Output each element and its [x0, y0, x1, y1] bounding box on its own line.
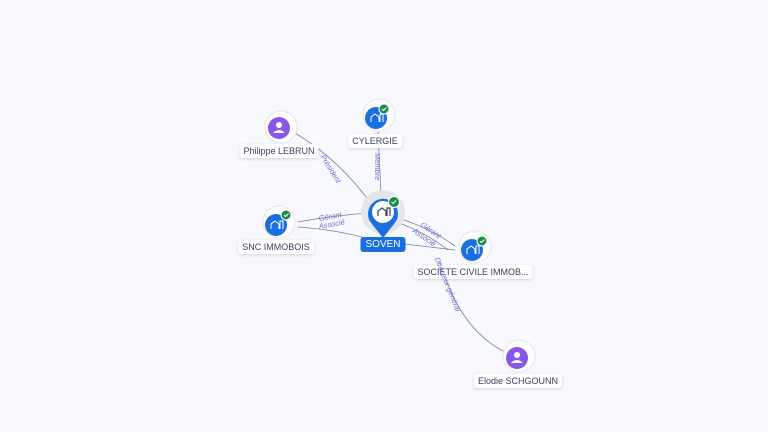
node-label[interactable]: SNC IMMOBOIS	[238, 240, 314, 254]
node-cylergie[interactable]	[362, 98, 396, 132]
node-societe-civile[interactable]	[458, 230, 492, 264]
edge-soven-sci	[403, 243, 456, 251]
verified-icon	[378, 103, 390, 115]
center-label[interactable]: SOVEN	[360, 237, 406, 252]
building-icon	[466, 245, 480, 254]
node-snc-immobois[interactable]	[262, 205, 296, 239]
verified-icon	[476, 235, 488, 247]
verified-icon	[280, 209, 292, 221]
person-icon	[273, 122, 285, 133]
building-icon	[377, 207, 391, 216]
edge-sci-gerant	[397, 217, 456, 247]
node-label[interactable]: Elodie SCHGOUNN	[473, 374, 563, 388]
edge-president	[294, 132, 373, 206]
node-philippe-lebrun[interactable]	[264, 110, 298, 144]
node-label[interactable]: Philippe LEBRUN	[239, 144, 319, 158]
building-icon	[270, 220, 284, 229]
node-label[interactable]: CYLERGIE	[348, 134, 402, 148]
person-icon	[511, 352, 523, 363]
building-icon	[370, 113, 384, 122]
node-label[interactable]: SOCIETE CIVILE IMMOB...	[413, 265, 533, 279]
node-elodie-schgounn[interactable]	[502, 339, 536, 373]
edge-label-membre: Membre	[373, 153, 382, 181]
node-soven-center[interactable]	[361, 190, 405, 238]
